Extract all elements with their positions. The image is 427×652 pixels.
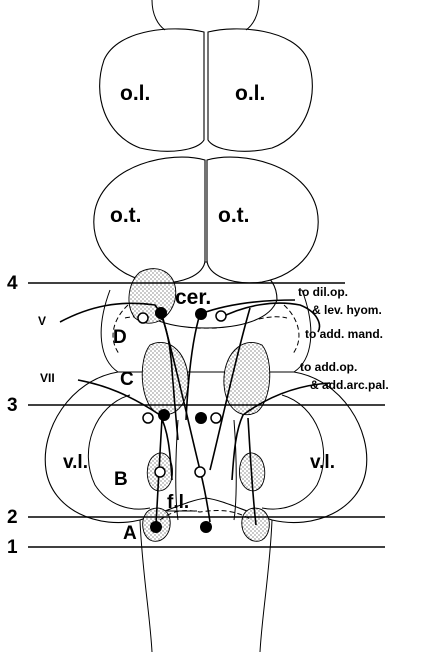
label-target-add-op-1: to add.op. bbox=[300, 360, 357, 374]
neuron-c-right-open bbox=[211, 413, 221, 423]
neuron-d-right-filled bbox=[195, 308, 207, 320]
label-cerebellum: cer. bbox=[175, 286, 211, 309]
nucleus-c-right bbox=[224, 342, 270, 414]
label-target-add-op-2: & add.arc.pal. bbox=[310, 378, 389, 392]
label-group-d: D bbox=[113, 327, 127, 348]
neuron-b-right-open bbox=[195, 467, 205, 477]
neuron-a-right-filled bbox=[200, 521, 212, 533]
label-olfactory-lobe-right: o.l. bbox=[235, 82, 265, 105]
neuron-b-left-open bbox=[155, 467, 165, 477]
neuron-d-left-open bbox=[138, 313, 148, 323]
label-vagal-lobe-right: v.l. bbox=[310, 452, 335, 473]
label-optic-tectum-right: o.t. bbox=[218, 204, 250, 227]
label-target-add-mand: to add. mand. bbox=[305, 327, 383, 341]
label-target-dil-op-1: to dil.op. bbox=[298, 285, 348, 299]
neuron-d-right-open bbox=[216, 311, 226, 321]
label-group-b: B bbox=[114, 469, 128, 490]
label-vagal-lobe-left: v.l. bbox=[63, 452, 88, 473]
label-optic-tectum-left: o.t. bbox=[110, 204, 142, 227]
level-number-2: 2 bbox=[7, 507, 18, 528]
label-nerve-vii: VII bbox=[40, 371, 55, 385]
neuron-a-left-filled bbox=[150, 521, 162, 533]
label-fasciculus: f.l. bbox=[167, 492, 189, 513]
level-number-3: 3 bbox=[7, 395, 18, 416]
neuron-c-left-open bbox=[143, 413, 153, 423]
neuron-c-left-filled bbox=[158, 409, 170, 421]
neuron-c-right-filled bbox=[195, 412, 207, 424]
level-number-1: 1 bbox=[7, 537, 18, 558]
label-olfactory-lobe-left: o.l. bbox=[120, 82, 150, 105]
olfactory-tract bbox=[152, 0, 259, 30]
medulla-dashed-right bbox=[284, 305, 299, 355]
level-number-4: 4 bbox=[7, 273, 18, 294]
label-target-dil-op-2: & lev. hyom. bbox=[312, 303, 382, 317]
label-group-c: C bbox=[120, 369, 134, 390]
neuron-d-left-filled bbox=[155, 307, 167, 319]
nucleus-c-left bbox=[142, 342, 188, 414]
olfactory-lobe-left bbox=[100, 29, 204, 151]
label-nerve-v: V bbox=[38, 314, 46, 328]
label-group-a: A bbox=[123, 523, 137, 544]
